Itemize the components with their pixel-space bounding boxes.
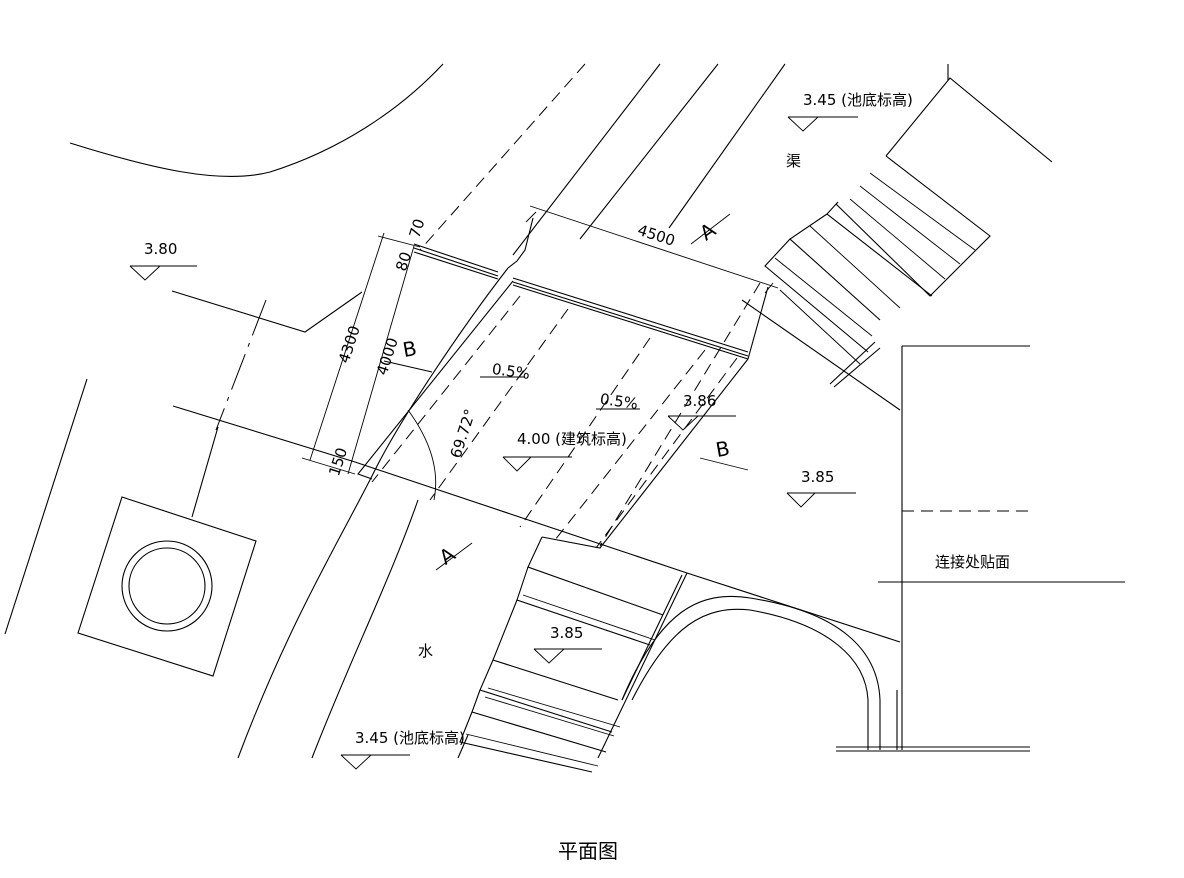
elevation-400: 4.00 (建筑标高) (517, 430, 627, 448)
dim-150: 150 (325, 445, 351, 478)
right-structure (621, 345, 1125, 752)
elevation-345-bottom: 3.45 (池底标高) (355, 729, 465, 747)
road-curve (69, 63, 444, 177)
manhole (77, 496, 257, 677)
channel-dash-top (419, 63, 586, 251)
channel-lower-bank (311, 499, 419, 759)
water-label: 水 (418, 642, 433, 660)
upper-slab (764, 64, 1053, 388)
dim-70: 70 (406, 217, 429, 241)
elevation-345-top: 3.45 (池底标高) (803, 91, 913, 109)
dimensions (301, 205, 779, 501)
elevation-385-right: 3.85 (801, 468, 834, 486)
elevation-386: 3.86 (683, 392, 716, 410)
lower-steps (457, 536, 688, 773)
connection-label: 连接处贴面 (935, 553, 1010, 571)
section-b-right: B (714, 436, 732, 462)
left-center-line (215, 299, 267, 431)
channel-line-2 (579, 63, 719, 240)
boundary-line (171, 290, 363, 333)
section-a-bottom: A (435, 542, 460, 570)
drawing-title: 平面图 (558, 839, 618, 863)
canal-label: 渠 (786, 152, 801, 170)
elevation-385-bottom: 3.85 (550, 624, 583, 642)
left-border-line (4, 378, 88, 635)
dim-4300: 4300 (335, 324, 364, 366)
section-b-left: B (401, 336, 419, 362)
channel-left-bank (237, 267, 509, 759)
dim-angle: 69.72° (447, 407, 480, 461)
slope-label-2: 0.5% (599, 390, 639, 413)
elevation-markers (129, 116, 858, 770)
section-mark-lines (383, 213, 749, 571)
slope-label-1: 0.5% (491, 360, 531, 383)
channel-line-1 (512, 63, 661, 256)
ramp (357, 217, 901, 549)
manhole-pipe (191, 426, 219, 518)
dim-80: 80 (392, 250, 415, 274)
channel-line-3 (668, 63, 786, 229)
dim-4000: 4000 (373, 336, 402, 378)
elevation-380: 3.80 (144, 240, 177, 258)
section-a-top: A (695, 218, 720, 246)
